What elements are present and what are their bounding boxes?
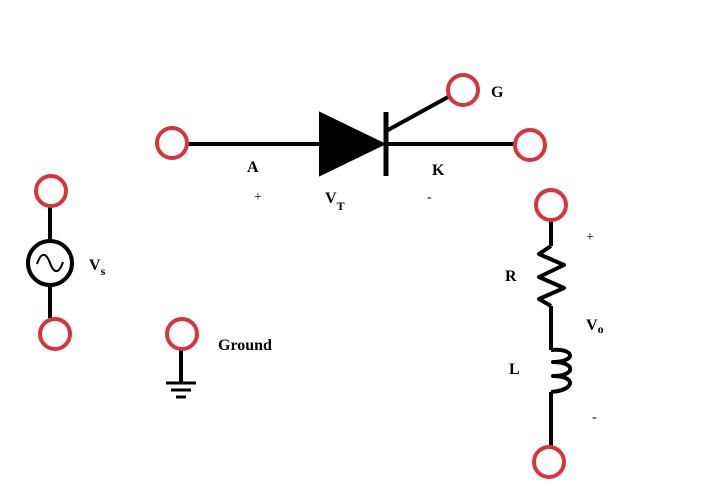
terminal-ground[interactable] — [165, 317, 199, 351]
load-branch — [537, 220, 573, 446]
gate-wire — [386, 95, 450, 132]
label-scr-voltage-sub: T — [337, 199, 345, 213]
resistor-icon — [537, 244, 566, 308]
label-load-plus: + — [586, 230, 594, 245]
label-resistor: R — [505, 268, 517, 285]
terminal-load-bottom[interactable] — [532, 445, 566, 479]
inductor-icon — [550, 347, 573, 394]
label-scr-minus: - — [427, 190, 432, 205]
terminal-gate[interactable] — [446, 73, 480, 107]
terminal-source-top[interactable] — [34, 174, 68, 208]
terminal-cathode[interactable] — [513, 128, 547, 162]
label-inductor: L — [509, 361, 520, 378]
label-source-voltage-sub: s — [101, 264, 106, 278]
thyristor-icon — [319, 111, 389, 177]
label-ground: Ground — [218, 337, 272, 354]
label-load-minus: - — [592, 410, 597, 425]
ac-source-icon — [26, 239, 74, 287]
label-cathode: K — [432, 162, 445, 179]
ground-icon — [166, 348, 196, 399]
label-anode: A — [247, 159, 259, 176]
label-gate: G — [491, 84, 504, 101]
label-output-voltage: Vo — [586, 317, 604, 336]
label-output-voltage-sub: o — [598, 322, 604, 336]
label-source-voltage: Vs — [89, 257, 106, 278]
scr-branch — [186, 95, 516, 146]
label-scr-plus: + — [254, 190, 262, 205]
label-output-voltage-main: V — [586, 317, 598, 334]
label-source-voltage-main: V — [89, 257, 101, 274]
terminal-load-top[interactable] — [534, 188, 568, 222]
label-scr-voltage: VT — [325, 190, 345, 213]
label-scr-voltage-main: V — [325, 190, 337, 207]
terminal-source-bottom[interactable] — [38, 317, 72, 351]
terminal-anode[interactable] — [155, 126, 189, 160]
